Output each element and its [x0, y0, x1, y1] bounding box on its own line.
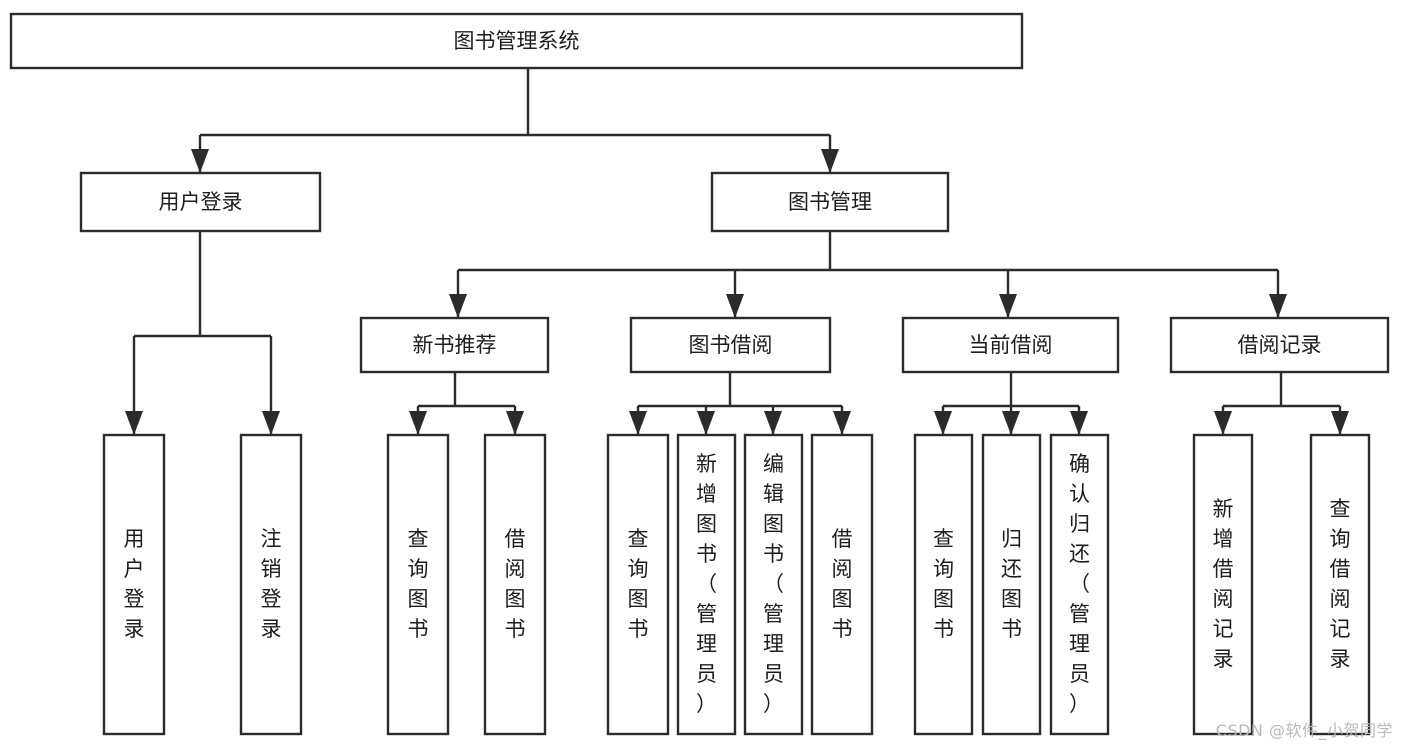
node-leaf-edit-book-admin[interactable]: 编辑图书（管理员）	[743, 433, 804, 736]
node-box-new-book-recommend[interactable]	[359, 316, 550, 374]
new-book-drop-arrow-icon-1	[506, 411, 524, 435]
node-box-leaf-query-book-2[interactable]	[606, 433, 670, 736]
node-box-leaf-return-book[interactable]	[981, 433, 1042, 736]
node-label-leaf-query-book-2: 查询图书	[628, 527, 649, 641]
node-borrow-record[interactable]: 借阅记录	[1169, 316, 1390, 374]
node-leaf-confirm-return-admin[interactable]: 确认归还（管理员）	[1049, 433, 1110, 736]
node-label-leaf-return-book: 归还图书	[1001, 527, 1022, 641]
node-box-user-login[interactable]	[79, 171, 322, 233]
node-leaf-user-login[interactable]: 用户登录	[102, 433, 166, 736]
node-box-leaf-confirm-return-admin[interactable]	[1049, 433, 1110, 736]
node-leaf-borrow-book-1[interactable]: 借阅图书	[483, 433, 547, 736]
node-box-leaf-add-borrow-record[interactable]	[1192, 433, 1254, 736]
node-label-leaf-borrow-book-2: 借阅图书	[832, 527, 853, 641]
book-borrow-drop-arrow-icon-2	[764, 411, 782, 435]
new-book-drop-arrow-icon-0	[409, 411, 427, 435]
node-current-borrow[interactable]: 当前借阅	[901, 316, 1120, 374]
node-box-leaf-borrow-book-2[interactable]	[810, 433, 874, 736]
node-leaf-query-book-2[interactable]: 查询图书	[606, 433, 670, 736]
node-label-leaf-logout-login: 注销登录	[261, 527, 282, 641]
node-box-leaf-query-book-3[interactable]	[913, 433, 974, 736]
node-box-leaf-borrow-book-1[interactable]	[483, 433, 547, 736]
node-box-book-borrow[interactable]	[629, 316, 832, 374]
node-label-leaf-query-book-3: 查询图书	[933, 527, 954, 641]
node-book-borrow[interactable]: 图书借阅	[629, 316, 832, 374]
current-borrow-drop-arrow-icon-2	[1070, 411, 1088, 435]
node-label-leaf-add-book-admin: 新增图书（管理员）	[696, 452, 717, 716]
node-box-borrow-record[interactable]	[1169, 316, 1390, 374]
node-label-book-borrow: 图书借阅	[689, 333, 773, 357]
node-label-leaf-add-borrow-record: 新增借阅记录	[1213, 497, 1234, 671]
node-box-root[interactable]	[9, 12, 1024, 70]
node-new-book-recommend[interactable]: 新书推荐	[359, 316, 550, 374]
node-leaf-return-book[interactable]: 归还图书	[981, 433, 1042, 736]
book-borrow-drop-arrow-icon-0	[629, 411, 647, 435]
node-box-book-manage[interactable]	[710, 171, 950, 233]
node-leaf-add-book-admin[interactable]: 新增图书（管理员）	[676, 433, 737, 736]
node-label-borrow-record: 借阅记录	[1238, 333, 1322, 357]
root-drop-arrow-icon-0	[191, 149, 209, 173]
node-root[interactable]: 图书管理系统	[9, 12, 1024, 70]
borrow-record-drop-arrow-icon-0	[1214, 411, 1232, 435]
node-leaf-query-book-1[interactable]: 查询图书	[386, 433, 450, 736]
node-label-new-book-recommend: 新书推荐	[413, 333, 497, 357]
book-manage-drop-arrow-icon-0	[449, 294, 467, 318]
root-drop-arrow-icon-1	[821, 149, 839, 173]
node-leaf-logout-login[interactable]: 注销登录	[239, 433, 303, 736]
borrow-record-drop-arrow-icon-1	[1331, 411, 1349, 435]
book-manage-drop-arrow-icon-3	[1269, 294, 1287, 318]
node-box-leaf-logout-login[interactable]	[239, 433, 303, 736]
node-box-leaf-edit-book-admin[interactable]	[743, 433, 804, 736]
node-label-leaf-query-book-1: 查询图书	[408, 527, 429, 641]
node-leaf-query-book-3[interactable]: 查询图书	[913, 433, 974, 736]
node-leaf-query-borrow-record[interactable]: 查询借阅记录	[1309, 433, 1371, 736]
node-layer: 图书管理系统用户登录图书管理新书推荐图书借阅当前借阅借阅记录用户登录注销登录查询…	[9, 12, 1390, 736]
book-borrow-drop-arrow-icon-3	[833, 411, 851, 435]
node-label-root: 图书管理系统	[454, 29, 580, 53]
node-label-leaf-user-login: 用户登录	[124, 527, 145, 641]
node-box-leaf-user-login[interactable]	[102, 433, 166, 736]
node-book-manage[interactable]: 图书管理	[710, 171, 950, 233]
user-login-drop-arrow-icon-1	[262, 411, 280, 435]
node-leaf-add-borrow-record[interactable]: 新增借阅记录	[1192, 433, 1254, 736]
node-label-leaf-confirm-return-admin: 确认归还（管理员）	[1069, 452, 1090, 716]
node-label-leaf-query-borrow-record: 查询借阅记录	[1330, 497, 1351, 671]
node-leaf-borrow-book-2[interactable]: 借阅图书	[810, 433, 874, 736]
connector-layer	[125, 68, 1349, 435]
node-box-leaf-query-book-1[interactable]	[386, 433, 450, 736]
node-label-current-borrow: 当前借阅	[969, 333, 1053, 357]
book-manage-drop-arrow-icon-2	[999, 294, 1017, 318]
node-user-login[interactable]: 用户登录	[79, 171, 322, 233]
node-label-leaf-borrow-book-1: 借阅图书	[505, 527, 526, 641]
user-login-drop-arrow-icon-0	[125, 411, 143, 435]
node-box-leaf-query-borrow-record[interactable]	[1309, 433, 1371, 736]
node-box-current-borrow[interactable]	[901, 316, 1120, 374]
current-borrow-drop-arrow-icon-0	[934, 411, 952, 435]
csdn-watermark: CSDN @软件_小贺同学	[1215, 721, 1393, 740]
book-borrow-drop-arrow-icon-1	[697, 411, 715, 435]
node-label-book-manage: 图书管理	[788, 190, 872, 214]
node-label-leaf-edit-book-admin: 编辑图书（管理员）	[763, 452, 784, 716]
book-manage-drop-arrow-icon-1	[726, 294, 744, 318]
node-label-user-login: 用户登录	[159, 190, 243, 214]
current-borrow-drop-arrow-icon-1	[1002, 411, 1020, 435]
node-box-leaf-add-book-admin[interactable]	[676, 433, 737, 736]
